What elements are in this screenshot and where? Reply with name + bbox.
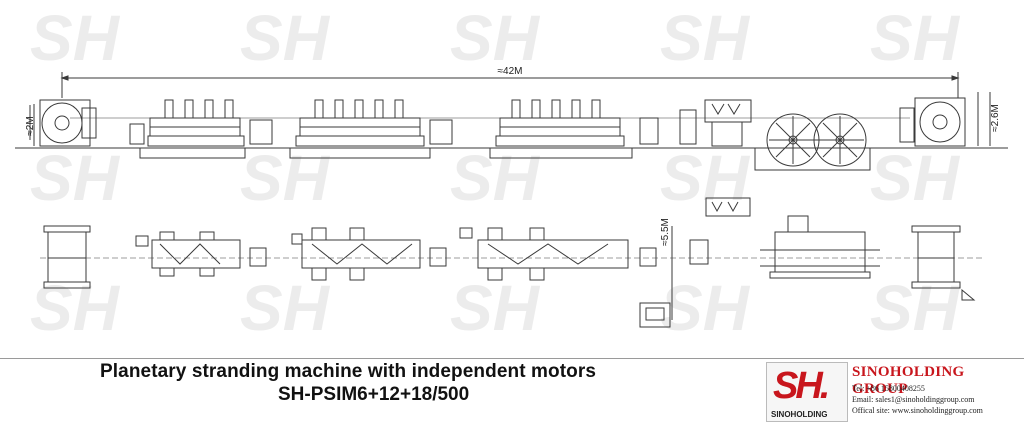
dim-left-height: ≈2M bbox=[25, 116, 36, 135]
plan-cage-1 bbox=[135, 231, 267, 277]
watermark-sh: SH bbox=[870, 2, 961, 74]
plan-capstan bbox=[760, 215, 880, 279]
stranding-cage-2 bbox=[295, 99, 453, 147]
plan-cage-2 bbox=[291, 227, 447, 281]
watermark-sh: SH bbox=[870, 272, 961, 344]
contact-tel: Tel: +86 15800408255 bbox=[852, 384, 925, 393]
contact-site: Offical site: www.sinoholdinggroup.com bbox=[852, 406, 983, 415]
watermark-sh: SH bbox=[450, 2, 541, 74]
watermark-layer: SH SH SH SH SH SH SH SH SH SH SH SH SH SH SH bbox=[30, 2, 961, 344]
drawing-title: Planetary stranding machine with indepen… bbox=[100, 361, 597, 382]
plan-control-area bbox=[639, 197, 751, 328]
watermark-sh: SH bbox=[240, 272, 331, 344]
payoff-stand-left bbox=[29, 99, 97, 147]
stranding-cage-1 bbox=[129, 99, 273, 147]
machine-layout-drawing: SH SH SH SH SH SH SH SH SH SH SH SH SH SH SH bbox=[15, 2, 1008, 344]
foundation-pit-2 bbox=[289, 148, 431, 159]
watermark-sh: SH bbox=[450, 272, 541, 344]
watermark-sh: SH bbox=[870, 142, 961, 214]
plan-cage-3 bbox=[459, 227, 657, 281]
capstan-wheels bbox=[766, 113, 867, 167]
watermark-sh: SH bbox=[30, 142, 121, 214]
watermark-sh: SH bbox=[240, 2, 331, 74]
dim-plan-width: ≈5.5M bbox=[660, 218, 671, 246]
plan-view bbox=[40, 197, 985, 328]
model-number: SH-PSIM6+12+18/500 bbox=[278, 384, 470, 405]
plan-takeup-right bbox=[911, 225, 976, 301]
logo-mark: SH. bbox=[773, 365, 830, 407]
watermark-sh: SH bbox=[660, 2, 751, 74]
watermark-sh: SH bbox=[660, 272, 751, 344]
control-cabinets bbox=[679, 99, 752, 147]
watermark-sh: SH bbox=[30, 2, 121, 74]
foundation-pit-3 bbox=[489, 148, 633, 159]
dim-overall-length: ≈42M bbox=[498, 66, 523, 77]
elevation-view bbox=[15, 72, 1008, 171]
watermark-sh: SH bbox=[30, 272, 121, 344]
company-name: SINOHOLDING GROUP bbox=[852, 364, 965, 397]
title-block: Planetary stranding machine with indepen… bbox=[0, 358, 1024, 426]
foundation-pit-1 bbox=[139, 148, 246, 159]
takeup-stand-right bbox=[899, 92, 979, 147]
watermark-sh: SH bbox=[450, 142, 541, 214]
dim-right-height: ≈2.6M bbox=[990, 104, 1001, 132]
logo-caption: SINOHOLDING bbox=[771, 410, 828, 419]
contact-email: Email: sales1@sinoholdinggroup.com bbox=[852, 395, 975, 404]
stranding-cage-3 bbox=[495, 99, 659, 147]
plan-payoff-left bbox=[43, 225, 91, 289]
watermark-sh: SH bbox=[240, 142, 331, 214]
company-logo: SH. SINOHOLDING bbox=[766, 362, 848, 422]
foundation-pit-caterpillar bbox=[754, 148, 871, 171]
watermark-sh: SH bbox=[660, 142, 751, 214]
